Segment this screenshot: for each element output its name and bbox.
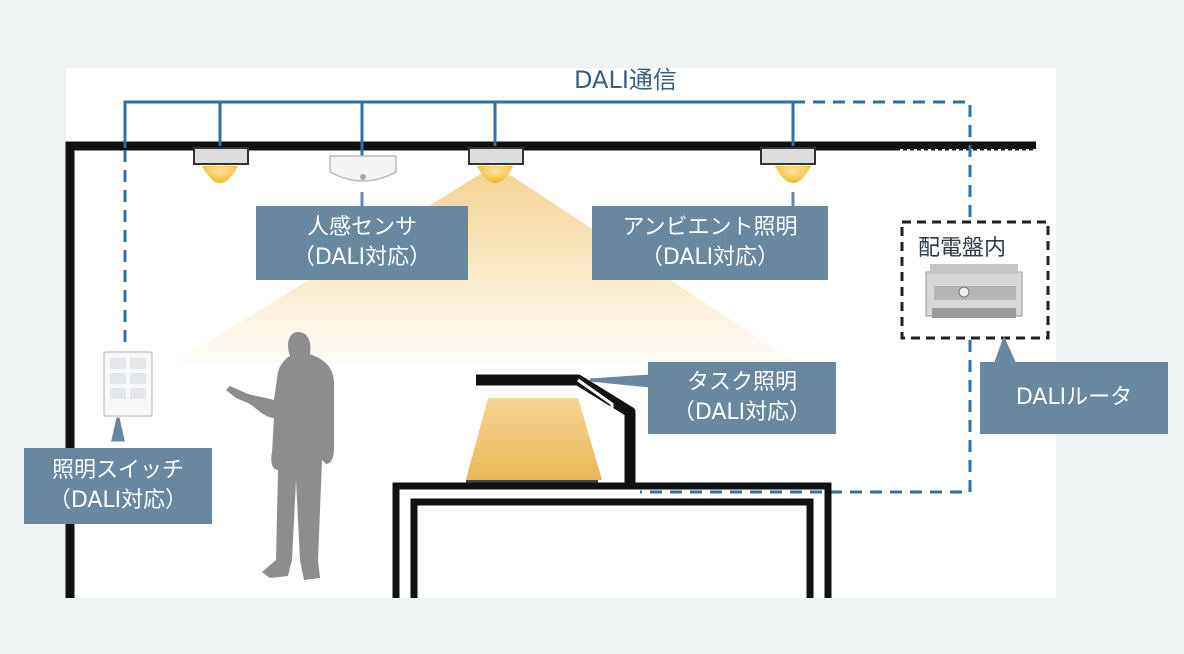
ambient-light-beam [176, 165, 795, 362]
ambient-label-line2: （DALI対応） [640, 245, 780, 270]
desk [392, 482, 832, 598]
router-label: DALIルータ [980, 362, 1168, 434]
distribution-board-icon [900, 220, 1050, 340]
switch-label: 照明スイッチ （DALI対応） [24, 448, 212, 524]
sensor-label-line1: 人感センサ [306, 215, 417, 240]
ceiling-light-icon [193, 147, 249, 183]
switch-label-line2: （DALI対応） [48, 488, 188, 513]
sensor-label: 人感センサ （DALI対応） [256, 206, 468, 280]
ceiling-light-icon [760, 147, 816, 183]
ceiling-light-icon [468, 147, 524, 183]
switch-label-line1: 照明スイッチ [51, 458, 184, 483]
motion-sensor-icon [329, 155, 397, 182]
wall-switch-icon [103, 351, 153, 417]
router-label-text: DALIルータ [1015, 385, 1133, 410]
ceiling-structure [65, 141, 1036, 598]
task-light-beam [466, 398, 602, 480]
ambient-label-line1: アンビエント照明 [622, 215, 798, 240]
dali-bus-dashed [123, 100, 972, 494]
task-label-line1: タスク照明 [686, 370, 797, 395]
distribution-panel-label: 配電盤内 [918, 236, 1007, 261]
ambient-label: アンビエント照明 （DALI対応） [592, 206, 828, 280]
dali-communication-title: DALI通信 [574, 66, 677, 94]
dali-bus-solid [123, 100, 795, 156]
sensor-label-line2: （DALI対応） [292, 245, 432, 270]
task-label-line2: （DALI対応） [672, 400, 812, 425]
task-label: タスク照明 （DALI対応） [648, 362, 836, 434]
person-icon [226, 332, 334, 580]
